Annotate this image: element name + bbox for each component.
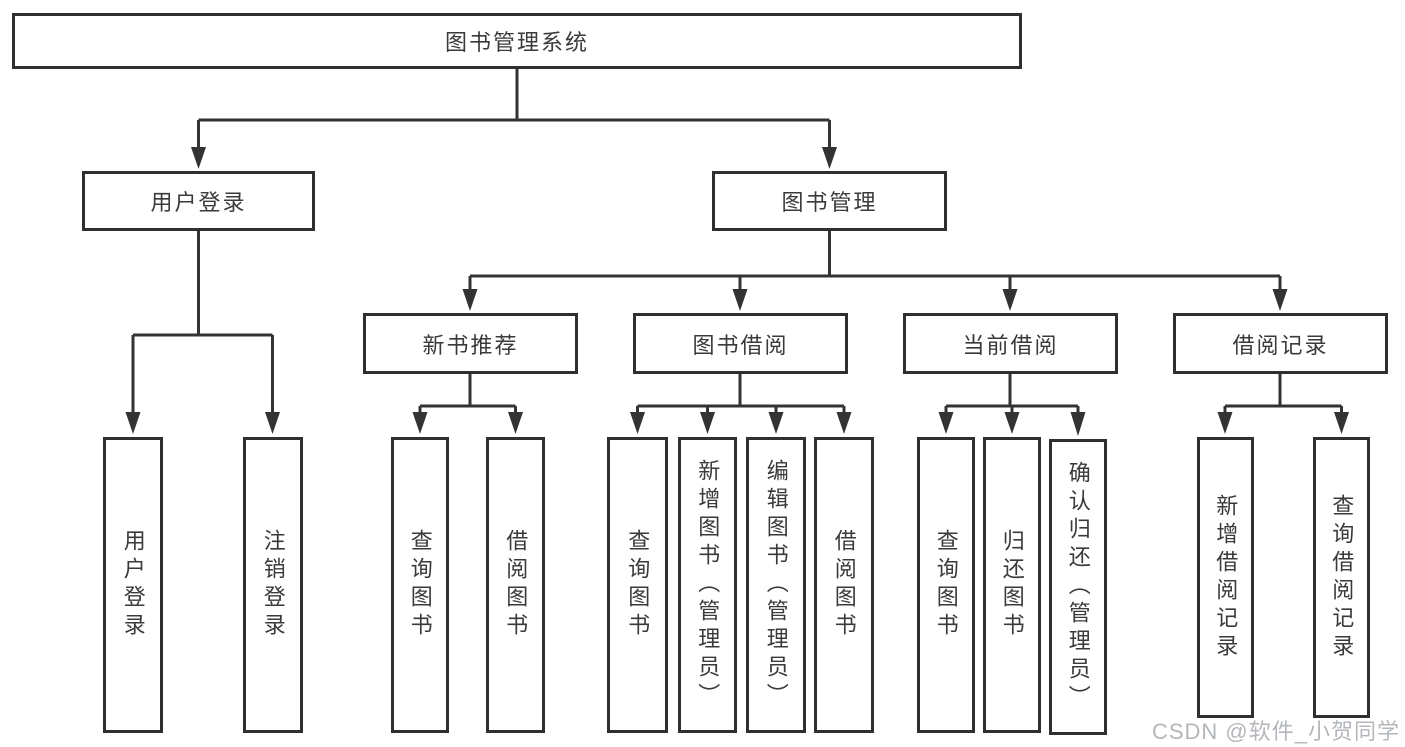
leaf-confirm-return-admin: 确认归还（管理员） — [1049, 439, 1107, 735]
node-book-borrowing-label: 图书借阅 — [692, 332, 789, 358]
leaf-borrowing-query-books: 查询图书 — [607, 437, 668, 733]
leaf-add-borrow-record: 新增借阅记录 — [1197, 437, 1254, 718]
leaf-borrowing-query-books-label: 查询图书 — [625, 529, 651, 641]
node-root: 图书管理系统 — [12, 13, 1022, 69]
leaf-add-books-admin-label: 新增图书（管理员） — [695, 459, 721, 711]
csdn-watermark: CSDN @软件_小贺同学 — [1151, 719, 1400, 744]
leaf-query-borrow-record: 查询借阅记录 — [1313, 437, 1370, 718]
leaf-current-query-books: 查询图书 — [917, 437, 975, 733]
leaf-return-books: 归还图书 — [983, 437, 1041, 733]
leaf-newbook-borrow-books: 借阅图书 — [486, 437, 545, 733]
leaf-edit-books-admin: 编辑图书（管理员） — [746, 437, 806, 733]
node-current-borrowing: 当前借阅 — [903, 313, 1118, 374]
arrow-down-icon — [700, 412, 715, 434]
node-root-label: 图书管理系统 — [444, 30, 589, 55]
arrow-down-icon — [412, 412, 428, 434]
leaf-return-books-label: 归还图书 — [999, 529, 1025, 641]
arrow-down-icon — [191, 147, 206, 169]
arrow-down-icon — [768, 412, 784, 434]
arrowhead-icons — [125, 147, 1349, 436]
leaf-newbook-query-books-label: 查询图书 — [407, 529, 433, 641]
leaf-newbook-borrow-books-label: 借阅图书 — [503, 529, 529, 641]
leaf-borrowing-borrow-books-label: 借阅图书 — [831, 529, 857, 641]
leaf-borrowing-borrow-books: 借阅图书 — [814, 437, 874, 733]
node-borrowing-records: 借阅记录 — [1173, 313, 1388, 374]
node-book-management: 图书管理 — [712, 171, 947, 231]
arrow-down-icon — [732, 289, 748, 311]
node-user-login-label: 用户登录 — [150, 190, 247, 215]
leaf-confirm-return-admin-label: 确认归还（管理员） — [1065, 461, 1091, 713]
leaf-current-query-books-label: 查询图书 — [933, 529, 959, 641]
arrow-down-icon — [836, 412, 852, 434]
arrow-down-icon — [1002, 289, 1018, 311]
node-current-borrowing-label: 当前借阅 — [962, 332, 1059, 358]
node-borrowing-records-label: 借阅记录 — [1232, 332, 1329, 358]
leaf-logout: 注销登录 — [243, 437, 303, 733]
leaf-add-borrow-record-label: 新增借阅记录 — [1213, 493, 1239, 662]
leaf-edit-books-admin-label: 编辑图书（管理员） — [763, 459, 789, 711]
arrow-down-icon — [508, 412, 523, 434]
arrow-down-icon — [462, 289, 478, 311]
arrow-down-icon — [1070, 412, 1086, 436]
node-new-book-recommend: 新书推荐 — [363, 313, 578, 374]
arrow-down-icon — [630, 412, 645, 434]
leaf-logout-label: 注销登录 — [260, 529, 286, 641]
arrow-down-icon — [822, 147, 837, 169]
arrow-down-icon — [938, 412, 954, 434]
arrow-down-icon — [125, 412, 141, 434]
arrow-down-icon — [1217, 412, 1233, 434]
arrow-down-icon — [1334, 412, 1349, 434]
leaf-query-borrow-record-label: 查询借阅记录 — [1329, 493, 1355, 662]
leaf-user-login: 用户登录 — [103, 437, 163, 733]
connector-shafts — [131, 69, 1343, 414]
leaf-add-books-admin: 新增图书（管理员） — [678, 437, 737, 733]
node-user-login: 用户登录 — [82, 171, 315, 231]
node-book-borrowing: 图书借阅 — [633, 313, 848, 374]
node-book-management-label: 图书管理 — [781, 190, 878, 215]
node-new-book-recommend-label: 新书推荐 — [422, 332, 519, 358]
arrow-down-icon — [1004, 412, 1020, 434]
arrow-down-icon — [1272, 289, 1288, 311]
leaf-user-login-label: 用户登录 — [120, 529, 146, 641]
arrow-down-icon — [265, 412, 280, 434]
leaf-newbook-query-books: 查询图书 — [391, 437, 449, 733]
